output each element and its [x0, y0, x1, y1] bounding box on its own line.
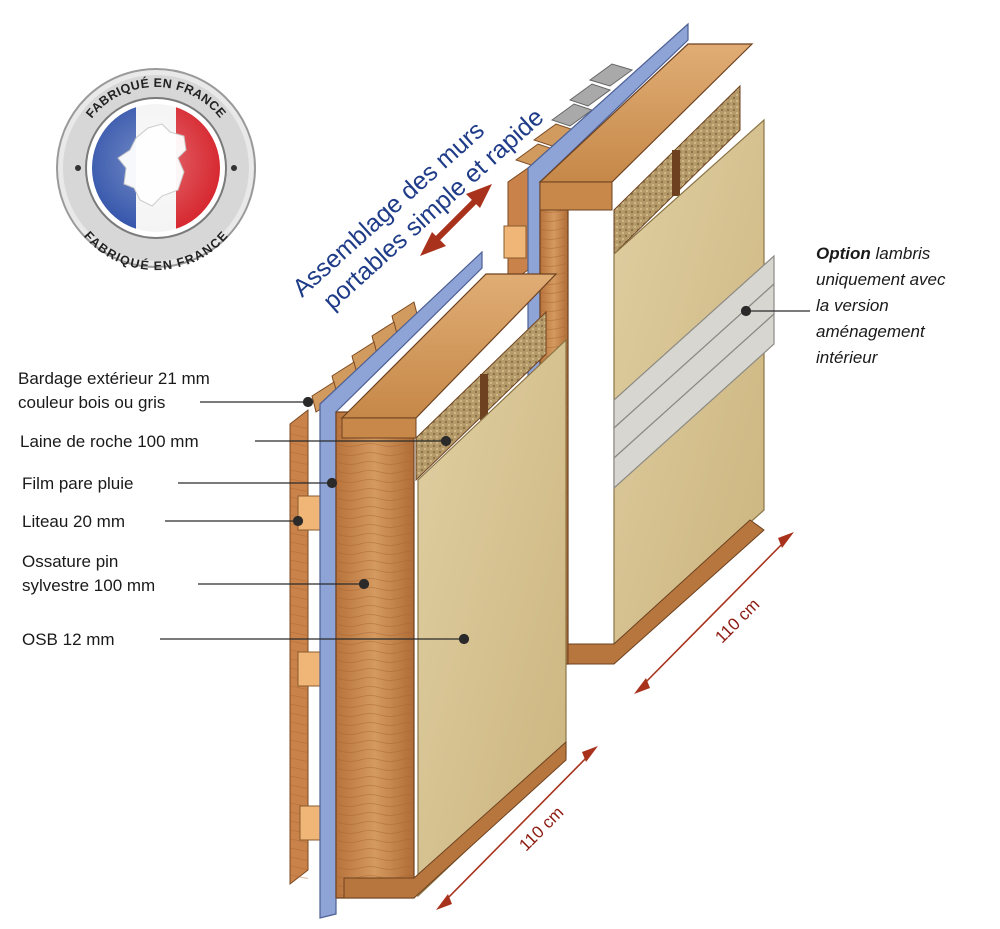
callout-dot-icon [302, 396, 314, 408]
option-line-4: aménagement [816, 322, 926, 341]
batten-upper [297, 495, 321, 531]
badge-dot-icon [75, 165, 81, 171]
label-film: Film pare pluie [22, 474, 134, 493]
component-labels: Bardage extérieur 21 mm couleur bois ou … [18, 369, 210, 649]
dimension-arrow-icon [436, 894, 452, 910]
label-laine: Laine de roche 100 mm [20, 432, 199, 451]
label-ossature-line-2: sylvestre 100 mm [22, 576, 155, 595]
option-line-5: intérieur [816, 348, 879, 367]
back-dimension-label: 110 cm [711, 595, 763, 647]
france-map-icon [117, 123, 187, 207]
option-line-3: la version [816, 296, 889, 315]
callout-dot-icon [440, 435, 452, 447]
batten-lower [299, 805, 323, 841]
option-bold: Option [816, 244, 871, 263]
paneling-option-boards [613, 254, 775, 490]
callout-dot-icon [292, 515, 304, 527]
callout-dot-icon [358, 578, 370, 590]
label-osb: OSB 12 mm [22, 630, 115, 649]
assembly-double-arrow-icon [420, 184, 492, 256]
dimension-arrow-icon [778, 532, 794, 548]
option-line-1-rest: lambris [871, 244, 931, 263]
option-note: Option lambris uniquement avec la versio… [816, 244, 946, 367]
leader-lines [160, 305, 810, 645]
back-wall-panel [503, 22, 775, 674]
dimension-arrow-icon [582, 746, 598, 762]
callout-dot-icon [326, 477, 338, 489]
front-dimension-label: 110 cm [515, 803, 567, 855]
dimension-arrow-icon [634, 678, 650, 694]
front-wall-panel [289, 250, 567, 919]
badge-dot-icon [231, 165, 237, 171]
option-line-2: uniquement avec [816, 270, 946, 289]
label-liteau: Liteau 20 mm [22, 512, 125, 531]
batten-middle [297, 651, 321, 687]
callout-dot-icon [458, 633, 470, 645]
label-ossature-line-1: Ossature pin [22, 552, 118, 571]
label-bardage-line-2: couleur bois ou gris [18, 393, 165, 412]
callout-dot-icon [740, 305, 752, 317]
svg-text:Option lambris: Option lambris [816, 244, 931, 263]
made-in-france-badge: FABRIQUÉ EN FRANCE FABRIQUÉ EN FRANCE [56, 68, 256, 273]
label-bardage-line-1: Bardage extérieur 21 mm [18, 369, 210, 388]
